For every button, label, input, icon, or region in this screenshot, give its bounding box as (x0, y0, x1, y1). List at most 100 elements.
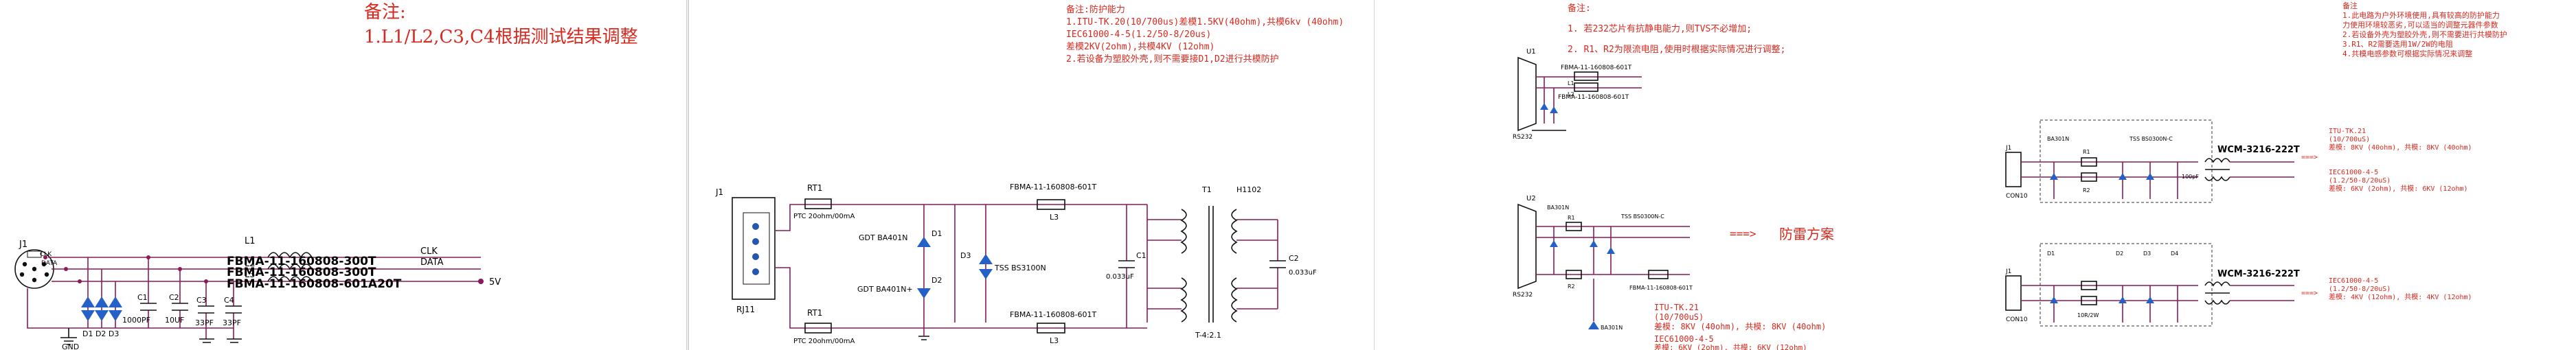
svg-text:100pF: 100pF (2182, 174, 2199, 180)
svg-text:D3: D3 (960, 251, 971, 260)
svg-text:FBMA-11-160808-601T: FBMA-11-160808-601T (1010, 183, 1097, 191)
svg-text:TSS BS0300N-C: TSS BS0300N-C (1620, 213, 1664, 220)
svg-text:T-4:2.1: T-4:2.1 (1195, 331, 1221, 340)
svg-text:C2: C2 (169, 293, 179, 302)
svg-text:PTC 20ohm/00mA: PTC 20ohm/00mA (793, 338, 855, 345)
cap-c1: C1 1000PF (122, 257, 157, 328)
note-title: 备注: (364, 2, 406, 23)
svg-text:C3: C3 (196, 296, 207, 305)
svg-text:RS232: RS232 (1513, 134, 1533, 141)
svg-text:RJ11: RJ11 (736, 305, 755, 314)
cap-c2: C2 10UF (165, 269, 188, 328)
svg-text:L3: L3 (1050, 213, 1059, 222)
svg-text:FBMA-11-160808-601T: FBMA-11-160808-601T (1010, 310, 1097, 319)
bead-top: FBMA-11-160808-601T L3 (1010, 183, 1097, 222)
svg-text:J1: J1 (19, 240, 27, 250)
cap-c1: C1 0.033uF (1106, 205, 1146, 328)
wire-gnd (27, 288, 234, 329)
schematic-top: J1 CON10 R1 R2 BA301N TSS BS0300N-C 100p… (2005, 119, 2318, 203)
svg-text:FBMA-11-160808-601T: FBMA-11-160808-601T (1561, 65, 1632, 71)
svg-text:差模: 6KV (2ohm), 共模: 6KV (12ohm: 差模: 6KV (2ohm), 共模: 6KV (12ohm) (2329, 184, 2468, 193)
svg-text:L1: L1 (245, 236, 256, 246)
svg-text:(10/700uS): (10/700uS) (2329, 136, 2370, 143)
transformer-t1: T1 H1102 T-4:2.1 (1147, 185, 1278, 340)
gdt-group: GDT BA401N GDT BA401N+ D1 D2 D3 TSS BS31… (857, 205, 1046, 340)
svg-text:FBMA-11-160808-601T: FBMA-11-160808-601T (1558, 94, 1629, 101)
svg-text:IEC61000-4-5: IEC61000-4-5 (2329, 277, 2378, 285)
svg-text:GND: GND (62, 342, 79, 350)
svg-text:33PF: 33PF (223, 318, 241, 327)
panel-ps2-protection: 备注: 1.L1/L2,C3,C4根据测试结果调整 J1 CLK DATA L1… (14, 0, 687, 350)
net-5v: 5V (489, 277, 501, 288)
panel-rs232-protection: 备注: 1. 若232芯片有抗静电能力,则TVS不必增加; 2. R1、R2为限… (1374, 0, 1834, 350)
tvs-array: D1 D2 D3 (81, 257, 122, 338)
svg-text:1000PF: 1000PF (122, 316, 150, 325)
arrow: ===> (1730, 227, 1756, 240)
cap-c3: C3 33PF (195, 281, 214, 339)
svg-text:差模: 4KV (12ohm), 共模: 4KV (12oh: 差模: 4KV (12ohm), 共模: 4KV (12ohm) (2329, 292, 2472, 301)
svg-text:GDT BA401N+: GDT BA401N+ (857, 285, 913, 294)
svg-text:H1102: H1102 (1236, 185, 1261, 194)
note-title: 备注 (2342, 1, 2358, 10)
svg-text:3.R1、R2需要选用1W/2W的电阻: 3.R1、R2需要选用1W/2W的电阻 (2342, 39, 2453, 49)
svg-text:BA301N: BA301N (1601, 325, 1623, 331)
svg-text:CON10: CON10 (2006, 193, 2028, 200)
connector-j1: J1 CLK DATA (14, 240, 58, 289)
svg-text:T1: T1 (1201, 185, 1212, 194)
schematic-bottom: J1 CON10 D1 D2 D3 D4 10R/2W WCM-3216-222… (2005, 243, 2318, 327)
svg-text:10R/2W: 10R/2W (2077, 312, 2099, 318)
ptc-rt1-top: RT1 PTC 20ohm/00mA (793, 183, 855, 220)
svg-text:FBMA-11-160808-601T: FBMA-11-160808-601T (1629, 285, 1693, 291)
cap-c4: C4 33PF (223, 281, 242, 339)
svg-text:L1: L1 (1568, 80, 1574, 86)
svg-text:BA301N: BA301N (2047, 136, 2069, 142)
svg-text:BA301N: BA301N (1547, 205, 1569, 211)
rs232-advanced: U2 RS232 R1 R2 BA301N TSS BS0300N-C FBMA… (1513, 195, 1693, 331)
inductor-l3: L3 (245, 270, 313, 283)
svg-text:L2: L2 (1568, 91, 1574, 97)
plan-label: 防雷方案 (1779, 226, 1834, 242)
svg-text:L3: L3 (1050, 336, 1059, 345)
svg-text:CLK: CLK (40, 251, 52, 258)
svg-text:R1: R1 (2083, 149, 2090, 155)
svg-text:差模: 8KV (40ohm), 共模: 8KV (40oh: 差模: 8KV (40ohm), 共模: 8KV (40ohm) (2329, 143, 2472, 152)
svg-text:2.若设备外壳为塑胶外壳,则不需要进行共模防护: 2.若设备外壳为塑胶外壳,则不需要进行共模防护 (2342, 30, 2507, 39)
rs232-basic: U1 RS232 FBMA-11-160808-601T FBMA-11-160… (1513, 48, 1642, 141)
note-title: 备注:防护能力 (1066, 4, 1125, 15)
panel-rj11-protection: 备注:防护能力 1.ITU-TK.20(10/700us)差模1.5KV(40o… (688, 0, 1344, 350)
svg-text:GDT BA401N: GDT BA401N (859, 233, 908, 242)
inductor-l1: L1 (245, 236, 313, 259)
svg-text:PTC 20ohm/00mA: PTC 20ohm/00mA (793, 213, 855, 220)
svg-text:0.033uF: 0.033uF (1106, 273, 1134, 281)
note-line-2: IEC61000-4-5(1.2/50-8/20us) (1066, 30, 1211, 40)
note-title: 备注: (1568, 3, 1591, 14)
note-line-3: 差模2KV(2ohm),共模4KV (12ohm) (1066, 42, 1214, 52)
svg-text:DATA: DATA (41, 260, 58, 267)
note-line-2: 2. R1、R2为限流电阻,使用时根据实际情况进行调整; (1568, 44, 1785, 55)
line-ring (775, 267, 1147, 329)
svg-text:WCM-3216-222T: WCM-3216-222T (2217, 269, 2300, 279)
svg-text:C1: C1 (137, 293, 148, 302)
svg-text:D1: D1 (2047, 250, 2055, 257)
panel-outdoor-protection: 备注 1.此电路为户外环境使用,具有较高的防护能力 力使用环境较恶劣,可以适当的… (2005, 1, 2507, 327)
svg-text:RT1: RT1 (807, 308, 822, 318)
svg-text:(1.2/50-8/20uS): (1.2/50-8/20uS) (2329, 177, 2391, 185)
svg-text:L3: L3 (245, 270, 256, 280)
svg-text:===>: ===> (2301, 290, 2318, 297)
svg-text:ITU-TK.21: ITU-TK.21 (1654, 303, 1699, 312)
svg-text:D3: D3 (2143, 250, 2151, 257)
svg-text:R2: R2 (1568, 283, 1575, 290)
line-tip (775, 204, 1147, 231)
svg-text:===>: ===> (2301, 154, 2318, 161)
svg-text:差模: 8KV (40ohm), 共模: 8KV (40oh: 差模: 8KV (40ohm), 共模: 8KV (40ohm) (1654, 322, 1826, 331)
svg-text:C1: C1 (1136, 251, 1146, 260)
svg-text:R1: R1 (1568, 215, 1575, 221)
gnd-symbol: GND (60, 328, 79, 350)
bead-label-2: FBMA-11-160808-300T (227, 266, 376, 279)
note-line: 1.L1/L2,C3,C4根据测试结果调整 (364, 27, 638, 47)
svg-text:33PF: 33PF (195, 318, 214, 327)
svg-text:1.此电路为户外环境使用,具有较高的防护能力: 1.此电路为户外环境使用,具有较高的防护能力 (2342, 10, 2500, 20)
svg-text:TSS BS0300N-C: TSS BS0300N-C (2129, 136, 2173, 142)
note-line-4: 2.若设备为塑胶外壳,则不需要接D1,D2进行共模防护 (1066, 54, 1279, 65)
svg-text:L2: L2 (245, 259, 256, 269)
